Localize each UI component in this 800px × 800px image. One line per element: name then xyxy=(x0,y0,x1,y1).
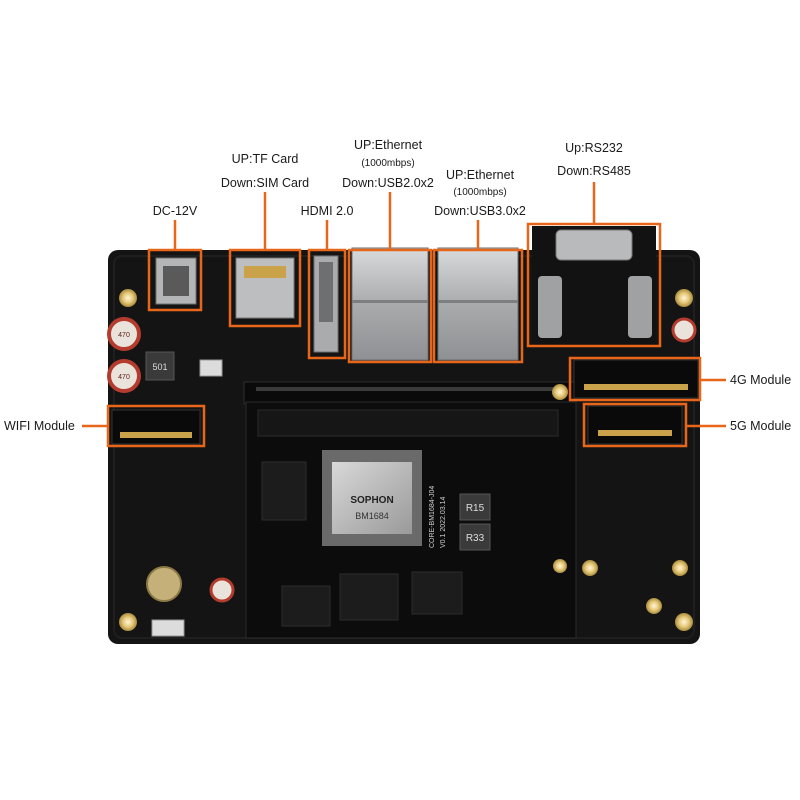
label-eth1-down: Down:USB2.0x2 xyxy=(342,176,434,190)
sodimm-slot xyxy=(243,381,575,405)
hdmi-connector-inner xyxy=(319,262,333,322)
label-eth2-up: UP:Ethernet xyxy=(445,168,515,182)
dc-jack-inner xyxy=(163,266,189,296)
mount-hole-9 xyxy=(553,559,567,573)
label-4g: 4G Module xyxy=(730,373,792,387)
ethernet-port-2 xyxy=(437,247,519,361)
label-eth1-up: UP:Ethernet xyxy=(353,138,423,152)
label-hdmi: HDMI 2.0 xyxy=(300,204,354,218)
wifi-slot-gold xyxy=(120,432,192,438)
inductor-r33: R33 xyxy=(466,533,485,544)
ethernet-port-1 xyxy=(351,247,429,361)
capacitor-4 xyxy=(671,317,697,343)
mount-hole-4 xyxy=(675,613,693,631)
capacitor-2-value: 470 xyxy=(118,374,130,381)
mount-hole-7 xyxy=(672,560,688,576)
inductor-501-body xyxy=(145,351,175,381)
label-serial-down: Down:RS485 xyxy=(557,164,631,178)
mount-hole-6 xyxy=(582,560,598,576)
white-connector-1 xyxy=(151,619,185,637)
label-tf-up: UP:TF Card xyxy=(231,152,299,166)
chip-brand: SOPHON xyxy=(350,495,393,506)
sodimm-pins xyxy=(256,387,562,391)
inductor-501: 501 xyxy=(152,362,167,372)
mount-hole-1 xyxy=(119,289,137,307)
label-wifi: WIFI Module xyxy=(4,419,75,433)
mount-hole-2 xyxy=(675,289,693,307)
tf-sim-gold xyxy=(244,266,286,278)
label-5g: 5G Module xyxy=(730,419,792,433)
wifi-slot xyxy=(111,409,201,445)
mount-hole-8 xyxy=(646,598,662,614)
inductor-r15: R15 xyxy=(466,503,485,514)
slot-4g-gold xyxy=(584,384,688,390)
ethernet-port-2-mid xyxy=(438,300,518,303)
capacitor-3 xyxy=(209,577,235,603)
slot-5g-gold xyxy=(598,430,672,436)
serial-bracket-right xyxy=(628,276,652,338)
label-tf-down: Down:SIM Card xyxy=(220,176,310,190)
white-connector-2 xyxy=(199,359,223,377)
mount-hole-3 xyxy=(119,613,137,631)
core-connector xyxy=(257,409,559,437)
soc-die xyxy=(332,462,412,534)
mount-hole-5 xyxy=(552,384,568,400)
chip-model: BM1684 xyxy=(355,511,389,521)
slot-4g xyxy=(573,359,699,399)
coin-battery xyxy=(146,566,182,602)
label-eth2-down: Down:USB3.0x2 xyxy=(434,204,526,218)
memory-chip-2 xyxy=(339,573,399,621)
label-eth1-speed: (1000mbps) xyxy=(361,158,415,169)
inductor-r33-body xyxy=(459,523,491,551)
memory-chip-4 xyxy=(411,571,463,615)
label-serial-up: Up:RS232 xyxy=(565,141,623,155)
core-version: V0.1 2022.03.14 xyxy=(440,497,447,548)
capacitor-1 xyxy=(107,317,141,351)
ethernet-port-1-mid xyxy=(352,300,428,303)
memory-chip-3 xyxy=(281,585,331,627)
slot-5g xyxy=(587,405,683,445)
capacitor-2 xyxy=(107,359,141,393)
memory-chip-1 xyxy=(261,461,307,521)
label-eth2-speed: (1000mbps) xyxy=(453,187,507,198)
core-label: CORE-BM1684-J04 xyxy=(429,486,436,548)
capacitor-1-value: 470 xyxy=(118,332,130,339)
serial-bracket-left xyxy=(538,276,562,338)
serial-db9-shell xyxy=(555,229,633,261)
inductor-r15-body xyxy=(459,493,491,521)
label-dc: DC-12V xyxy=(152,204,198,218)
